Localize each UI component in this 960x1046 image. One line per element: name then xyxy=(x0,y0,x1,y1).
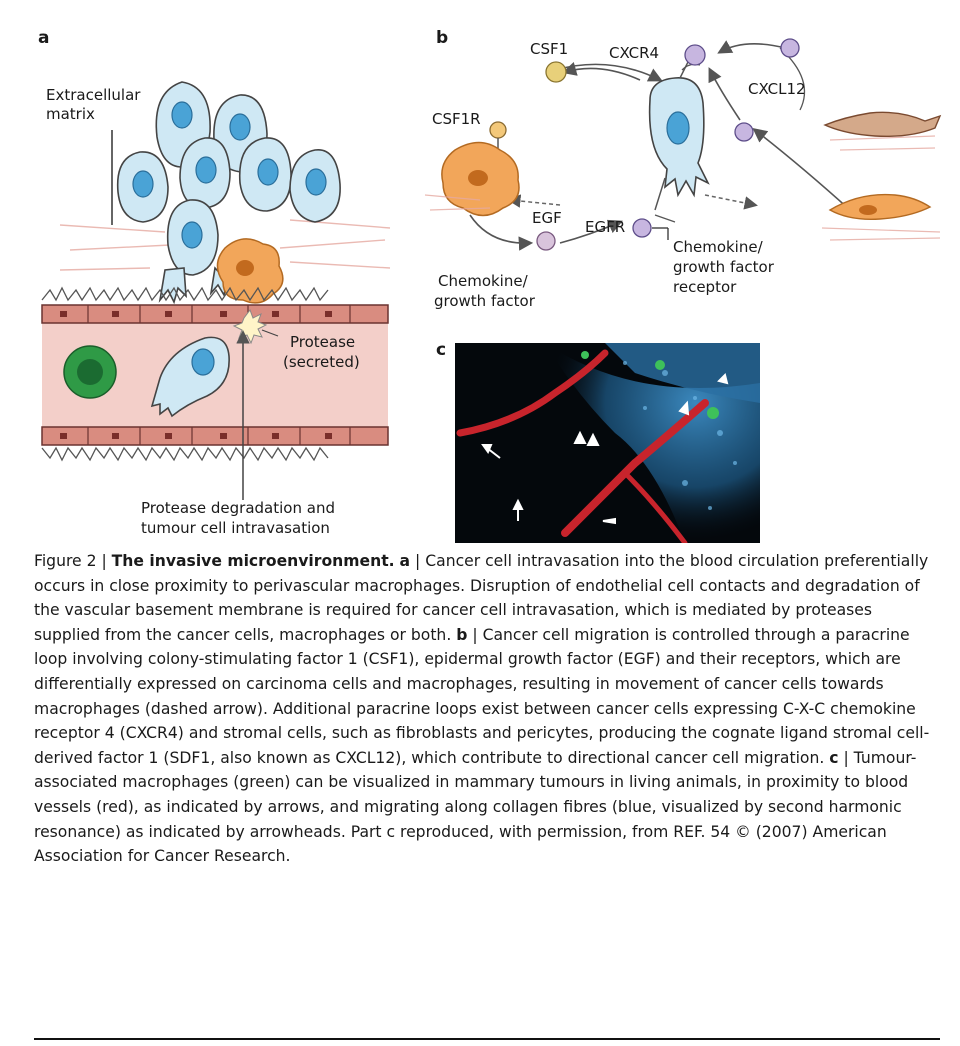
panel-c-letter: c xyxy=(436,340,447,360)
bottom-rule xyxy=(34,1038,940,1040)
pericyte xyxy=(828,193,932,220)
label-chemokine-left-1: Chemokine/ xyxy=(438,272,528,290)
fibroblast xyxy=(823,111,942,138)
label-cxcl12: CXCL12 xyxy=(748,80,806,98)
caption-part-c: | Tumour-associated macrophages (green) … xyxy=(34,748,917,866)
egf-ligand xyxy=(536,231,556,251)
panel-c-micrograph xyxy=(455,343,760,543)
figure-illustration xyxy=(41,38,942,500)
caption-part-c-letter: c xyxy=(829,748,839,767)
caption-part-a-letter: a xyxy=(399,552,411,570)
green-macrophage-2 xyxy=(707,407,719,419)
red-vessel-1 xyxy=(456,349,609,437)
label-protease: Protease xyxy=(290,333,356,351)
label-chemokine-right-3: receptor xyxy=(673,278,737,296)
figure-label: Figure 2 | xyxy=(34,552,112,570)
label-chemokine-right-2: growth factor xyxy=(673,258,774,276)
label-egf: EGF xyxy=(532,209,562,227)
cxcl12-ligand-2 xyxy=(734,122,754,142)
label-matrix: matrix xyxy=(46,105,95,123)
cxcl12-ligand-1 xyxy=(780,38,800,58)
label-csf1: CSF1 xyxy=(530,40,569,58)
label-extracellular: Extracellular xyxy=(46,86,141,104)
cxcr4-receptor xyxy=(684,44,706,66)
label-chemokine-left-2: growth factor xyxy=(434,292,535,310)
panel-a-letter: a xyxy=(38,28,50,48)
label-csf1r: CSF1R xyxy=(432,110,481,128)
panel-b-letter: b xyxy=(436,28,449,48)
csf1r-receptor xyxy=(489,121,507,139)
caption-part-a: | Cancer cell intravasation into the blo… xyxy=(34,552,929,644)
caption-part-b-letter: b xyxy=(456,625,468,644)
green-macrophage-1 xyxy=(655,360,665,370)
micrograph-image xyxy=(455,343,760,543)
label-chemokine-right-1: Chemokine/ xyxy=(673,238,763,256)
caption-part-b: | Cancer cell migration is controlled th… xyxy=(34,625,930,767)
label-cxcr4: CXCR4 xyxy=(609,44,660,62)
green-macrophage-3 xyxy=(581,351,589,359)
label-secreted: (secreted) xyxy=(283,353,360,371)
red-vessel-2 xyxy=(561,399,709,537)
label-protease-degradation: Protease degradation and xyxy=(141,499,335,517)
panel-a-illustration xyxy=(41,81,391,500)
red-vessel-3 xyxy=(622,470,688,543)
label-egfr: EGFR xyxy=(585,218,626,236)
csf1-ligand xyxy=(545,61,567,83)
label-tumour-intravasation: tumour cell intravasation xyxy=(141,519,330,537)
figure-caption: Figure 2 | The invasive microenvironment… xyxy=(34,549,934,869)
caption-title: The invasive microenvironment. xyxy=(111,552,395,570)
egfr-receptor xyxy=(632,218,652,238)
panel-b-illustration xyxy=(424,38,942,251)
